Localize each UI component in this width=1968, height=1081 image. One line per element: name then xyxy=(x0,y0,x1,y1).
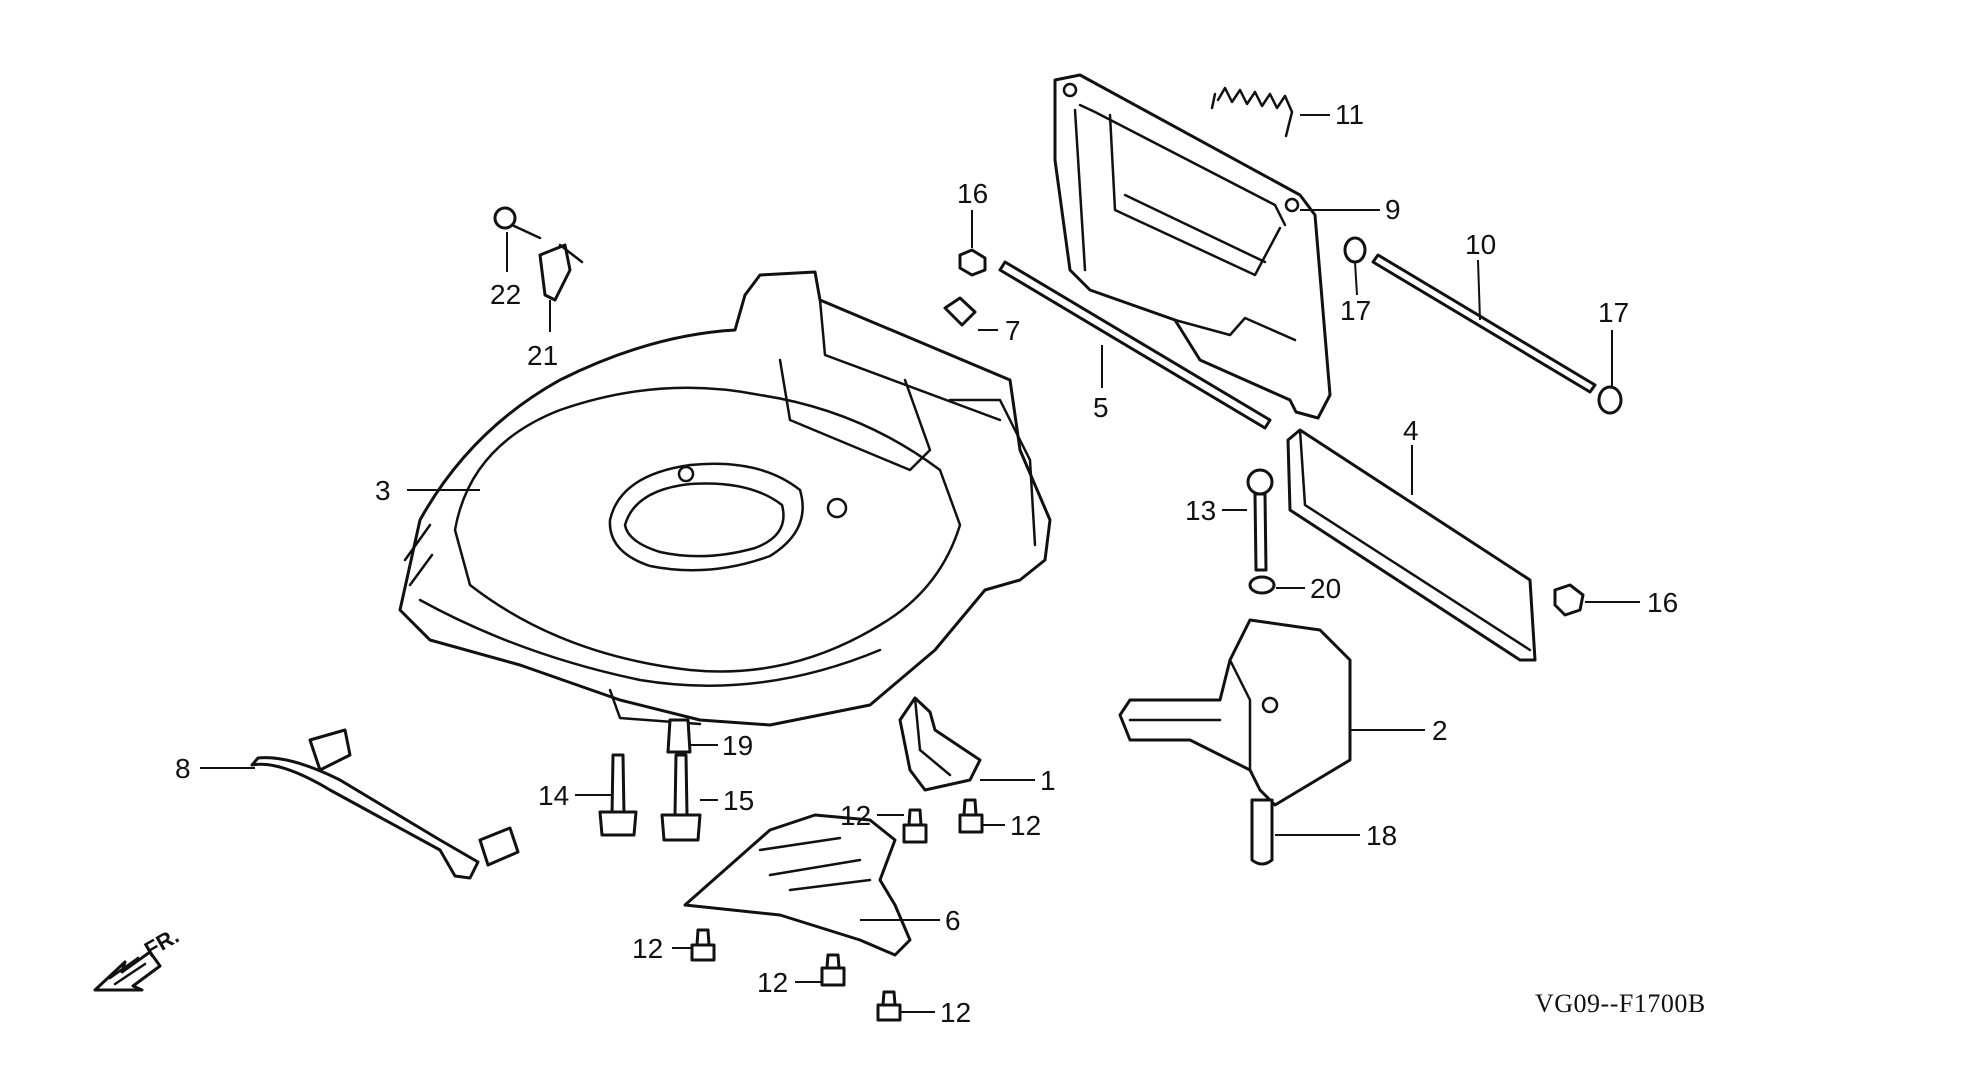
callout-6: 6 xyxy=(945,905,961,936)
callout-12-d: 12 xyxy=(757,967,788,998)
callout-17-upper: 17 xyxy=(1340,295,1371,326)
small-bolt-part-22 xyxy=(493,206,542,240)
callout-8: 8 xyxy=(175,753,191,784)
rear-guard-part xyxy=(1053,73,1332,420)
callout-4: 4 xyxy=(1403,415,1419,446)
callout-12-e: 12 xyxy=(940,997,971,1028)
callout-15: 15 xyxy=(723,785,754,816)
discharge-cover-part xyxy=(1118,618,1352,807)
spring-part xyxy=(1210,86,1294,138)
callout-17-right: 17 xyxy=(1598,297,1629,328)
callout-12-c: 12 xyxy=(632,933,663,964)
callout-1: 1 xyxy=(1040,765,1056,796)
rod-part-10 xyxy=(1371,253,1597,394)
bracket-part xyxy=(898,696,982,792)
wire-bar-part xyxy=(250,728,520,880)
callout-9: 9 xyxy=(1385,194,1401,225)
callout-5: 5 xyxy=(1093,392,1109,423)
callout-18: 18 xyxy=(1366,820,1397,851)
callout-10: 10 xyxy=(1465,229,1496,260)
callout-11: 11 xyxy=(1335,99,1364,130)
callout-2: 2 xyxy=(1432,715,1448,746)
callout-12-a: 12 xyxy=(840,800,871,831)
flap-part xyxy=(1286,428,1537,662)
callout-3: 3 xyxy=(375,475,391,506)
rod-part-5 xyxy=(998,260,1272,430)
callout-7: 7 xyxy=(1005,315,1021,346)
fasteners xyxy=(598,236,1623,1022)
callout-22: 22 xyxy=(490,279,521,310)
callout-20: 20 xyxy=(1310,573,1341,604)
callout-12-b: 12 xyxy=(1010,810,1041,841)
leader-lines xyxy=(200,114,1640,1013)
callout-14: 14 xyxy=(538,780,569,811)
clip-part xyxy=(538,243,584,302)
callout-19: 19 xyxy=(722,730,753,761)
callout-16-upper: 16 xyxy=(957,178,988,209)
front-direction-arrow-icon xyxy=(93,950,162,992)
mower-deck-part xyxy=(398,270,1052,727)
callout-16-right: 16 xyxy=(1647,587,1678,618)
lower-plate-part xyxy=(683,813,912,957)
callout-labels: 11 9 10 17 17 16 7 5 4 13 20 16 2 18 1 3… xyxy=(175,99,1678,1028)
callout-21: 21 xyxy=(527,340,558,371)
diagram-code: VG09--F1700B xyxy=(1535,989,1706,1018)
callout-13: 13 xyxy=(1185,495,1216,526)
